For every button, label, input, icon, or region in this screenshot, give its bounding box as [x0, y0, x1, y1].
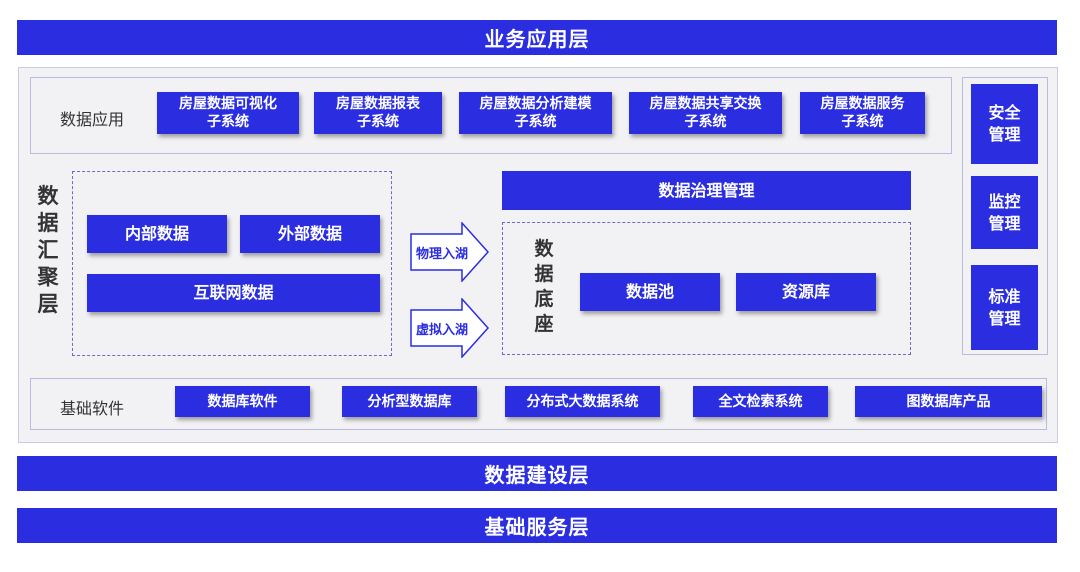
external-data: 外部数据 — [240, 215, 380, 253]
distributed-big-data-system: 分布式大数据系统 — [505, 386, 660, 417]
virtual-ingest-arrow-icon — [410, 298, 490, 358]
internet-data: 互联网数据 — [87, 274, 380, 312]
database-software: 数据库软件 — [175, 386, 310, 417]
sharing-exchange-subsystem: 房屋数据共享交换 子系统 — [629, 92, 782, 134]
physical-ingest-label: 物理入湖 — [415, 246, 468, 262]
visualization-subsystem: 房屋数据可视化 子系统 — [157, 92, 299, 134]
report-subsystem: 房屋数据报表 子系统 — [314, 92, 442, 134]
internal-data: 内部数据 — [87, 215, 227, 253]
security-management: 安全 管理 — [971, 84, 1038, 164]
virtual-ingest-label: 虚拟入湖 — [415, 322, 468, 338]
data-foundation-title: 数 据 底 座 — [534, 238, 554, 335]
resource-library: 资源库 — [736, 273, 876, 311]
data-foundation-group — [502, 222, 911, 355]
graph-database-product: 图数据库产品 — [855, 386, 1042, 417]
data-construction-layer: 数据建设层 — [17, 456, 1057, 491]
physical-ingest-arrow-icon — [410, 222, 490, 282]
data-application-label: 数据应用 — [60, 110, 125, 129]
analysis-modeling-subsystem: 房屋数据分析建模 子系统 — [459, 92, 612, 134]
data-service-subsystem: 房屋数据服务 子系统 — [800, 92, 925, 134]
full-text-search-system: 全文检索系统 — [693, 386, 828, 417]
basic-service-layer: 基础服务层 — [17, 508, 1057, 543]
data-sources-group — [72, 171, 392, 356]
monitoring-management: 监控 管理 — [971, 176, 1038, 249]
standard-management: 标准 管理 — [971, 265, 1038, 350]
data-convergence-layer-title: 数 据 汇 聚 层 — [37, 184, 59, 316]
foundation-software-label: 基础软件 — [60, 399, 125, 418]
analytical-database: 分析型数据库 — [342, 386, 477, 417]
data-pool: 数据池 — [580, 273, 720, 311]
data-governance-management: 数据治理管理 — [502, 171, 911, 210]
business-application-layer: 业务应用层 — [17, 20, 1057, 55]
